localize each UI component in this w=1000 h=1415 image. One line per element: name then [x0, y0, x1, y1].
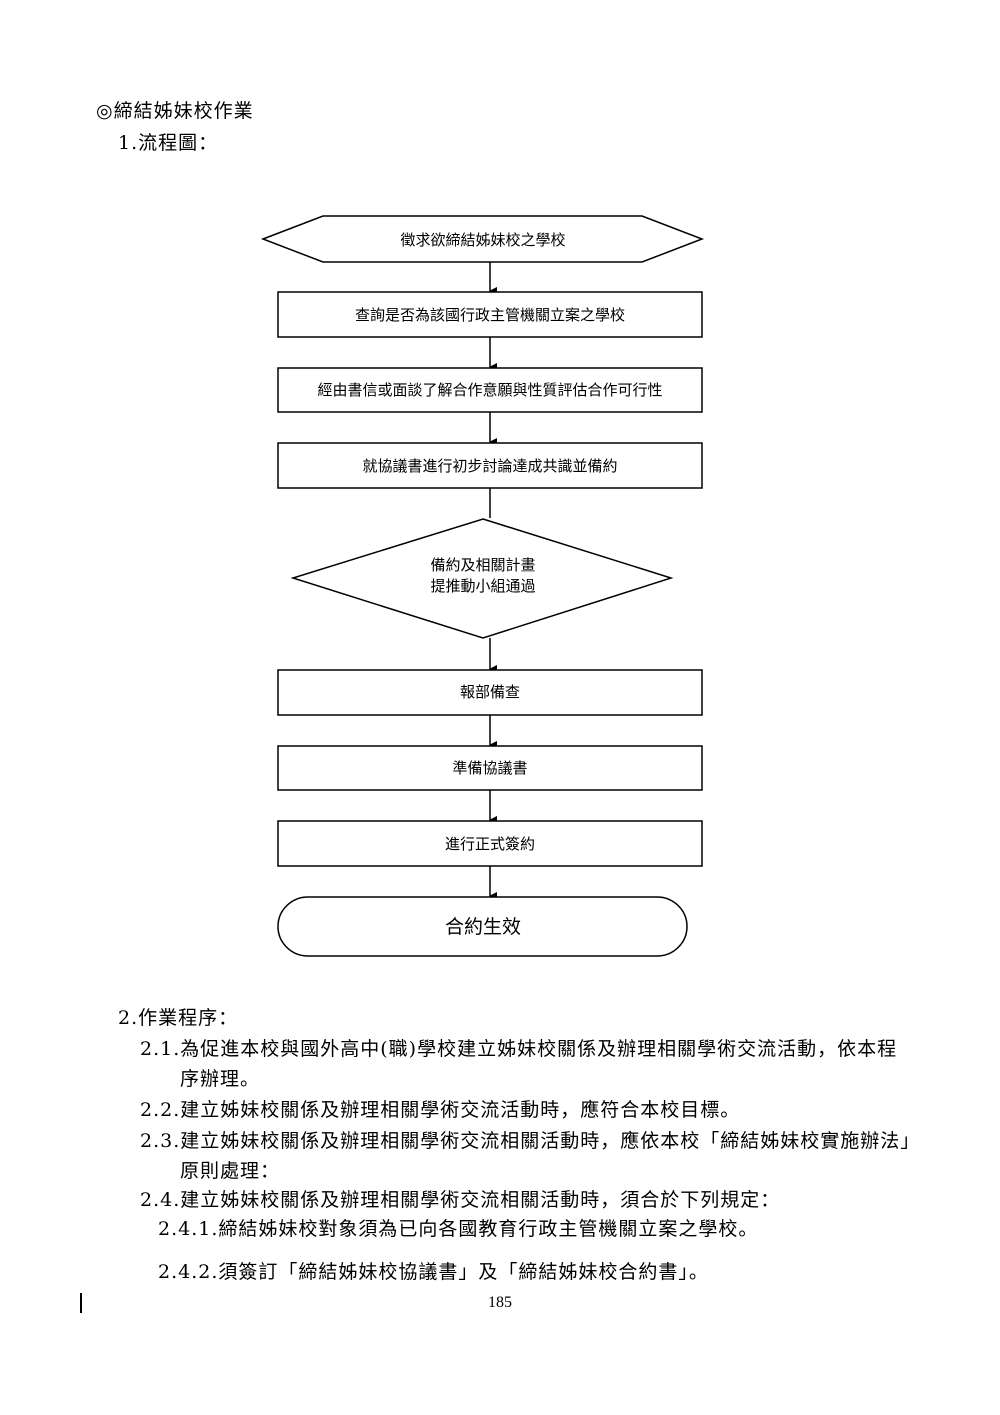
item-2-1-line2: 序辦理。: [180, 1068, 261, 1090]
flow-step-evaluate-text: 經由書信或面談了解合作意願與性質評估合作可行性: [317, 381, 662, 399]
flow-step-prepare-text: 準備協議書: [452, 759, 527, 777]
flow-step-query-text: 查詢是否為該國行政主管機關立案之學校: [355, 306, 625, 324]
item-2-1-line1: 2.1.為促進本校與國外高中(職)學校建立姊妹校關係及辦理相關學術交流活動，依本…: [140, 1038, 898, 1060]
flow-decision-shape: [290, 518, 674, 639]
flow-decision-text-line1: 備約及相關計畫: [430, 556, 535, 574]
margin-bar: [80, 1293, 82, 1313]
flow-step-prepare-box: [277, 745, 703, 791]
flow-end-shape: [277, 896, 688, 957]
heading: ◎締結姊妹校作業: [96, 100, 254, 122]
item-2-4-2: 2.4.2.須簽訂「締結姊妹校協議書」及「締結姊妹校合約書」。: [158, 1261, 709, 1283]
flow-decision-text-line2: 提推動小組通過: [430, 577, 535, 595]
flow-step-sign-text: 進行正式簽約: [445, 835, 535, 853]
flow-end-text: 合約生效: [445, 916, 521, 938]
item-2-4: 2.4.建立姊妹校關係及辦理相關學術交流相關活動時，須合於下列規定：: [140, 1189, 781, 1211]
flow-start-text: 徵求欲締結姊妹校之學校: [400, 231, 565, 249]
page-number: 185: [488, 1294, 512, 1311]
section1-title: 1.流程圖：: [118, 132, 219, 154]
item-2-2: 2.2.建立姊妹校關係及辦理相關學術交流活動時，應符合本校目標。: [140, 1099, 741, 1121]
flow-step-discuss-text: 就協議書進行初步討論達成共識並備約: [362, 457, 617, 475]
section2-title: 2.作業程序：: [118, 1007, 239, 1029]
flow-step-report-text: 報部備查: [460, 683, 520, 701]
item-2-3-line2: 原則處理：: [180, 1160, 281, 1182]
item-2-3-line1: 2.3.建立姊妹校關係及辦理相關學術交流相關活動時，應依本校「締結姊妹校實施辦法…: [140, 1130, 921, 1152]
item-2-4-1: 2.4.1.締結姊妹校對象須為已向各國教育行政主管機關立案之學校。: [158, 1218, 759, 1240]
flow-start-shape: [260, 215, 705, 263]
flowchart: 徵求欲締結姊妹校之學校 查詢是否為該國行政主管機關立案之學校 經由書信或面談了解…: [260, 215, 705, 957]
